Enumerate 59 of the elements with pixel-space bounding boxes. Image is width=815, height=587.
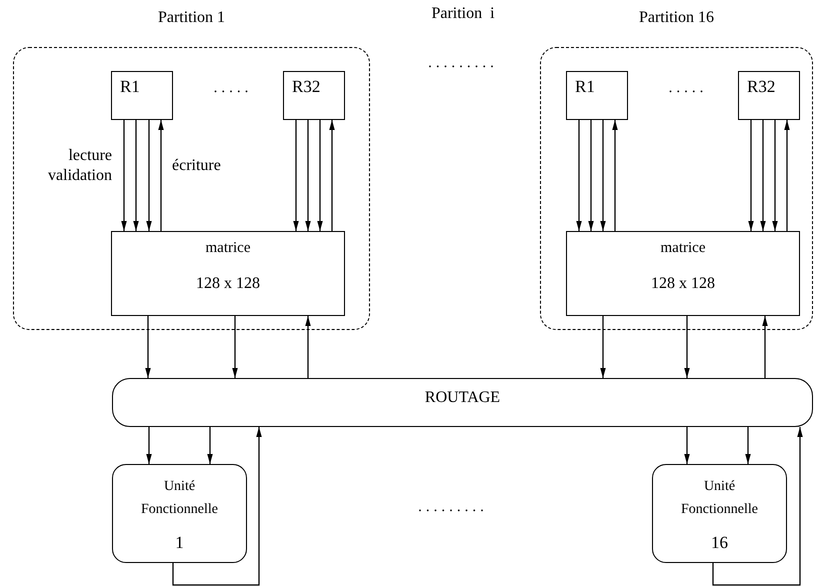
functional-unit-label: 16 — [710, 532, 729, 554]
arrow — [745, 427, 751, 464]
arrow — [684, 316, 690, 378]
partition-heading: Parition i — [430, 5, 496, 23]
register-label: R1 — [575, 77, 595, 97]
matrix-label: 128 x 128 — [195, 275, 261, 293]
arrow — [293, 120, 299, 231]
matrix-box — [566, 231, 800, 316]
matrix-label: matrice — [660, 240, 706, 257]
ellipsis-dots: ..... — [668, 80, 708, 97]
arrow — [576, 120, 582, 231]
ellipsis-dots: ......... — [427, 55, 499, 72]
arrow — [784, 120, 790, 231]
arrow — [305, 316, 311, 378]
register-box — [566, 71, 628, 120]
arrow — [158, 120, 164, 231]
arrow — [145, 316, 151, 378]
arrow — [133, 120, 139, 231]
partition-heading: Partition 16 — [638, 9, 716, 27]
ellipsis-dots: ......... — [417, 499, 489, 516]
functional-unit-label: Unité Fonctionnelle — [140, 478, 219, 519]
arrow — [760, 120, 766, 231]
arrow — [146, 120, 152, 231]
arrow — [612, 120, 618, 231]
register-label: R1 — [120, 77, 140, 97]
ellipsis-dots: ..... — [212, 80, 254, 97]
arrow — [146, 427, 152, 464]
routing-bar — [112, 378, 813, 427]
functional-unit-label: Unité Fonctionnelle — [680, 478, 759, 519]
register-box — [283, 71, 345, 120]
arrow — [712, 427, 803, 586]
arrow — [232, 316, 238, 378]
arrow — [600, 120, 606, 231]
functional-unit-box — [652, 464, 787, 563]
register-box — [738, 71, 800, 120]
routing-label: ROUTAGE — [424, 389, 502, 407]
arrow — [600, 316, 606, 378]
signal-label: écriture — [172, 157, 222, 175]
arrow — [172, 427, 262, 586]
register-box — [111, 71, 173, 120]
functional-unit-label: 1 — [174, 532, 185, 554]
arrow — [762, 316, 768, 378]
matrix-label: 128 x 128 — [650, 275, 716, 293]
arrow — [305, 120, 311, 231]
register-label: R32 — [292, 77, 320, 97]
signal-label: lecture validation — [47, 146, 112, 186]
matrix-box — [111, 231, 345, 316]
arrow — [684, 427, 690, 464]
arrow — [207, 427, 213, 464]
arrow — [121, 120, 127, 231]
register-label: R32 — [747, 77, 776, 97]
partition-heading: Partition 1 — [156, 9, 226, 27]
arrow — [329, 120, 335, 231]
arrow — [317, 120, 323, 231]
functional-unit-box — [112, 464, 247, 563]
arrow — [772, 120, 778, 231]
arrow — [588, 120, 594, 231]
arrow — [748, 120, 754, 231]
matrix-label: matrice — [204, 240, 252, 257]
